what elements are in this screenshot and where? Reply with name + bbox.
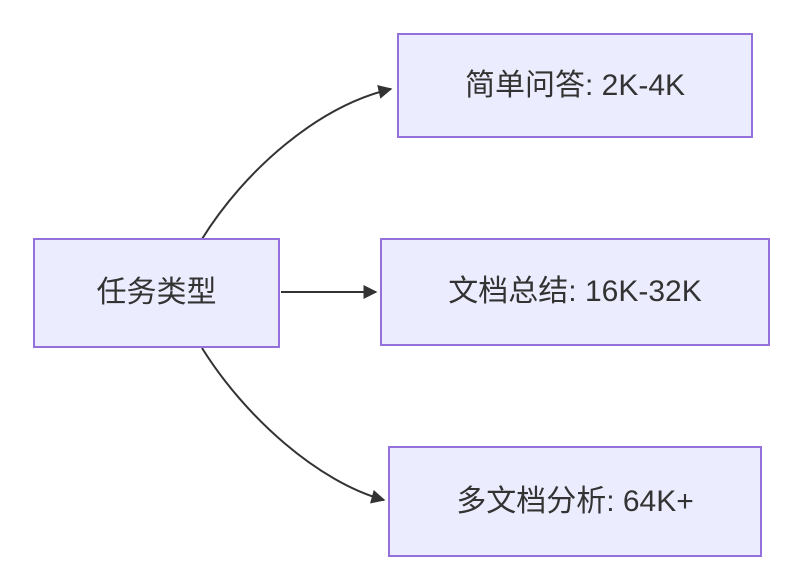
node-multi-doc-analysis: 多文档分析: 64K+ <box>388 446 762 557</box>
node-simple-qa: 简单问答: 2K-4K <box>397 33 753 138</box>
edge-task-type-to-multi-doc <box>201 347 386 504</box>
node-multi-doc-analysis-label: 多文档分析: 64K+ <box>456 484 694 518</box>
node-doc-summary-label: 文档总结: 16K-32K <box>448 275 702 308</box>
node-task-type: 任务类型 <box>33 238 280 348</box>
edge-task-type-to-simple-qa <box>201 85 393 240</box>
node-simple-qa-label: 简单问答: 2K-4K <box>464 68 686 102</box>
node-doc-summary: 文档总结: 16K-32K <box>380 238 770 346</box>
node-task-type-label: 任务类型 <box>96 276 217 309</box>
